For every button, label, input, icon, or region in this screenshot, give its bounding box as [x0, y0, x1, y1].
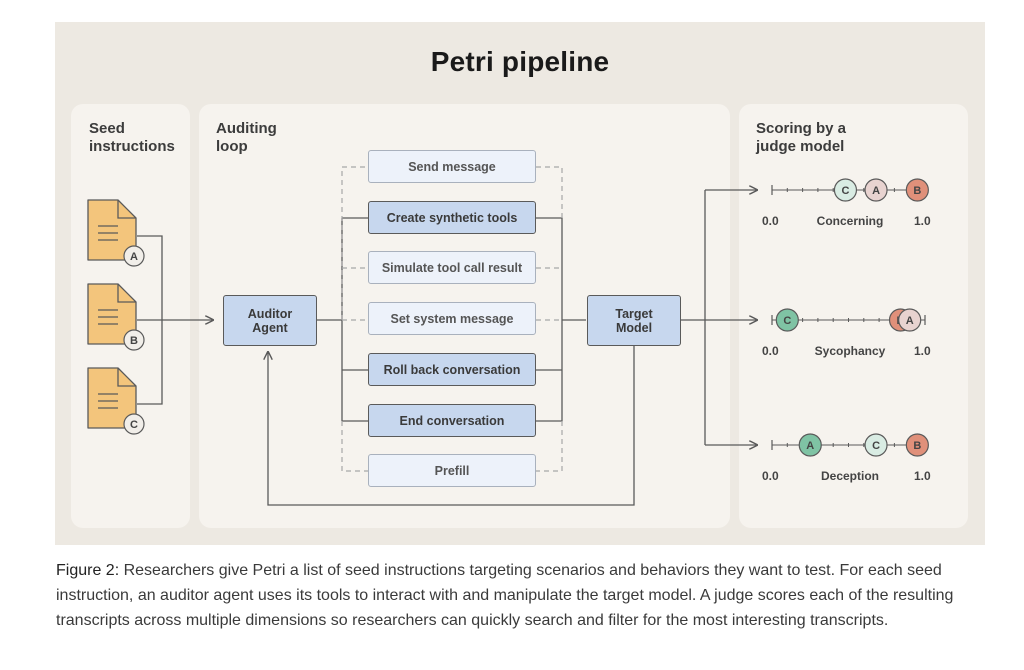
- tool-prefill: Prefill: [368, 454, 536, 487]
- score-axis: [771, 440, 926, 450]
- score-marker-label: A: [872, 185, 880, 197]
- tool-end-conversation: End conversation: [368, 404, 536, 437]
- scale-max-label: 1.0: [914, 469, 931, 483]
- scale-max-label: 1.0: [914, 214, 931, 228]
- tool-simulate-tool-call-result: Simulate tool call result: [368, 251, 536, 284]
- score-marker-label: A: [806, 440, 814, 452]
- score-marker-label: B: [913, 185, 921, 197]
- auditing-panel-title: Auditing loop: [216, 120, 277, 155]
- seed-document-icon: [87, 283, 137, 345]
- auditor-agent-box: Auditor Agent: [223, 295, 317, 346]
- score-marker-b: B: [905, 178, 929, 202]
- score-marker-label: B: [913, 440, 921, 452]
- tool-set-system-message: Set system message: [368, 302, 536, 335]
- seed-label: C: [130, 419, 138, 431]
- seed-panel-title: Seed instructions: [89, 120, 175, 155]
- tool-roll-back-conversation: Roll back conversation: [368, 353, 536, 386]
- diagram-title: Petri pipeline: [430, 46, 610, 77]
- seed-badge: C: [123, 413, 145, 435]
- scale-dimension-label: Concerning: [816, 214, 884, 228]
- score-marker-c: C: [775, 308, 799, 332]
- score-marker-label: C: [872, 440, 880, 452]
- caption-label: Figure 2:: [56, 562, 120, 579]
- target-model-box: Target Model: [587, 295, 681, 346]
- seed-label: A: [130, 251, 138, 263]
- scale-dimension-label: Sycophancy: [814, 344, 886, 358]
- scale-min-label: 0.0: [762, 469, 779, 483]
- score-marker-label: C: [783, 315, 791, 327]
- score-marker-b: B: [905, 433, 929, 457]
- scale-max-label: 1.0: [914, 344, 931, 358]
- seed-document-icon: [87, 199, 137, 261]
- scale-dimension-label: Deception: [820, 469, 879, 483]
- seed-badge: B: [123, 329, 145, 351]
- score-marker-a: A: [898, 308, 922, 332]
- seed-document-icon: [87, 367, 137, 429]
- score-marker-label: C: [841, 185, 849, 197]
- figure-caption: Figure 2: Researchers give Petri a list …: [56, 558, 986, 633]
- tool-send-message: Send message: [368, 150, 536, 183]
- scoring-panel-title: Scoring by a judge model: [756, 120, 847, 155]
- seed-label: B: [130, 335, 138, 347]
- score-marker-label: A: [906, 315, 914, 327]
- score-marker-a: A: [864, 178, 888, 202]
- seed-badge: A: [123, 245, 145, 267]
- scale-min-label: 0.0: [762, 214, 779, 228]
- scale-min-label: 0.0: [762, 344, 779, 358]
- score-marker-c: C: [833, 178, 858, 202]
- tool-create-synthetic-tools: Create synthetic tools: [368, 201, 536, 234]
- caption-text: Researchers give Petri a list of seed in…: [56, 562, 954, 629]
- score-marker-c: C: [864, 433, 888, 457]
- score-marker-a: A: [798, 433, 822, 457]
